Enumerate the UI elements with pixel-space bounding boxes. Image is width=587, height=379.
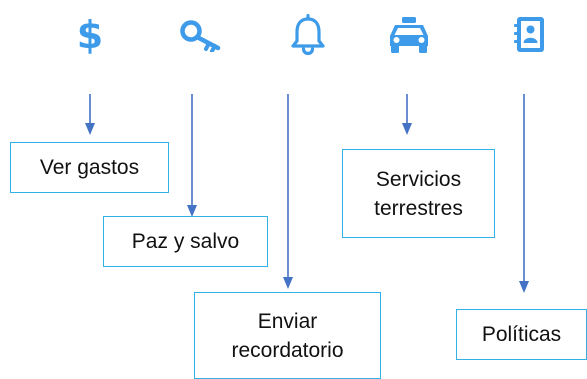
label-ver-gastos-text: Ver gastos [39, 156, 140, 179]
taxi-icon[interactable] [384, 12, 434, 58]
key-svg [180, 20, 221, 52]
arrow-paz-y-salvo [187, 94, 197, 217]
taxi-svg [390, 17, 428, 53]
bell-svg [291, 14, 325, 56]
label-servicios-terrestres-text: Servicios terrestres [374, 167, 463, 220]
label-enviar-recordatorio: Enviar recordatorio [194, 292, 381, 379]
key-icon[interactable] [177, 12, 225, 58]
label-ver-gastos: Ver gastos [10, 142, 169, 193]
arrow-servicios-terrestres [402, 94, 412, 135]
label-politicas: Políticas [456, 309, 587, 360]
label-servicios-terrestres: Servicios terrestres [342, 149, 495, 238]
dollar-icon[interactable]: $ [70, 12, 110, 58]
label-politicas-text: Políticas [481, 323, 562, 346]
contacts-book-icon[interactable] [509, 12, 551, 58]
arrow-enviar-recordatorio [283, 94, 293, 289]
dollar-glyph: $ [76, 13, 104, 57]
label-paz-y-salvo-text: Paz y salvo [131, 230, 240, 253]
label-paz-y-salvo: Paz y salvo [103, 216, 268, 267]
contacts-book-svg [514, 17, 544, 52]
arrow-ver-gastos [85, 94, 95, 135]
label-enviar-recordatorio-text: Enviar recordatorio [231, 309, 344, 362]
arrow-politicas [519, 94, 529, 293]
bell-icon[interactable] [285, 12, 331, 58]
